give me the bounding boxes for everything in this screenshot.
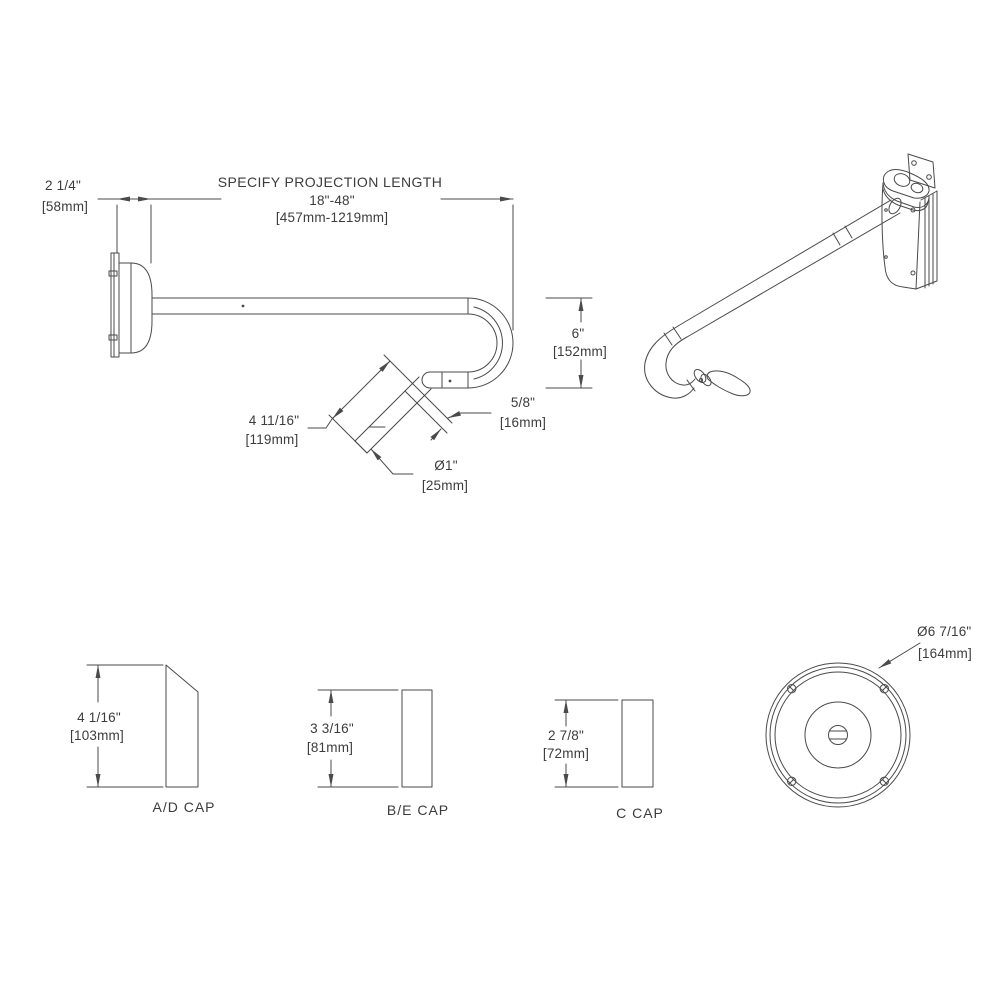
bracket-hole-large [893,173,911,187]
stub-length-arrow-sw [332,407,344,419]
cap-ad-view: 4 1/16" [103mm] A/D CAP [70,664,215,815]
plate-screw-top [108,270,118,277]
cap-be-view: 3 3/16" [81mm] B/E CAP [307,689,449,818]
backplate-outer-circle [765,662,911,808]
bracket-screw-3 [884,208,888,212]
stub-length-leader [307,418,333,429]
backplate-center-screw [828,725,848,745]
offset-mm-label: [58mm] [42,199,88,214]
perspective-view [644,153,938,399]
bracket-front-face [881,182,921,290]
mount-tab [907,153,936,189]
dome-cover [118,262,153,354]
perspective-arm-tube [677,199,901,338]
u-bend-inner [467,313,498,373]
stub-tip-extension [328,414,368,454]
side-elevation-view: 2 1/4" [58mm] SPECIFY PROJECTION LENGTH … [42,174,607,493]
tube-segment-marks [832,225,853,246]
diameter-mm-label: [25mm] [422,478,468,493]
cap-ad-mm-label: [103mm] [70,728,124,743]
cap-ad-inches-label: 4 1/16" [77,710,121,725]
plate-diameter-inches-label: Ø6 7/16" [917,624,971,639]
step-inches-label: 5/8" [511,395,535,410]
cap-ad-label: A/D CAP [152,799,215,815]
cap-be-inches-label: 3 3/16" [310,721,354,736]
cap-c-inches-label: 2 7/8" [548,728,584,743]
bracket-screw-1 [910,207,916,213]
bracket-screw-2 [910,270,916,276]
bracket-screw-4 [884,255,888,259]
collar-ring-2 [700,373,712,387]
cap-c-mm-label: [72mm] [543,746,589,761]
bracket-hole-small [910,182,924,194]
projection-range-label: 18"-48" [309,193,355,208]
step-arrow [430,428,442,441]
u-bend-mid [473,306,503,380]
center-screw-slot [828,730,848,740]
stub-length-mm-label: [119mm] [246,432,299,447]
loop-inner [665,336,696,386]
drop-inches-label: 6" [572,326,585,341]
tab-screw-hole-2 [926,174,932,180]
step-mm-label: [16mm] [500,415,546,430]
loop-segment-marks [663,326,696,392]
cap-ad-profile [165,664,199,788]
wall-plate [110,252,120,358]
tab-screw-hole-1 [911,160,917,166]
stub-length-inches-label: 4 11/16" [249,413,299,428]
backplate-ring-circle [769,666,907,804]
stub-length-arrow-ne [379,360,391,372]
projection-title: SPECIFY PROJECTION LENGTH [218,174,442,190]
diameter-inches-label: Ø1" [434,458,457,473]
return-tube [421,371,469,389]
drop-ext-lines [545,297,593,389]
stub-band-lines [383,354,453,434]
projection-range-mm-label: [457mm-1219mm] [276,210,388,225]
plate-diameter-leader [878,642,921,669]
bracket-top-face [882,169,930,199]
arm-tube [151,297,469,315]
cap-c-ext-lines [554,699,619,788]
diameter-leader [370,448,414,475]
tube-entry-flange [888,197,902,215]
cap-c-profile [621,699,654,788]
backplate-inner-ring-circle [774,671,902,799]
return-hole-dot [448,379,452,383]
backplate-screws [787,684,889,786]
plate-diameter-mm-label: [164mm] [918,646,972,661]
cap-be-profile [401,689,433,788]
loop-outer [644,325,695,399]
cap-c-label: C CAP [616,805,664,821]
arm-hole-dot [241,304,245,308]
step-leader [447,411,492,419]
plate-screw-bottom [108,334,118,341]
drop-mm-label: [152mm] [553,344,607,359]
paddle-blade [706,370,751,397]
offset-inches-label: 2 1/4" [45,178,81,193]
cap-be-ext-lines [317,689,399,788]
bracket-lip [882,182,930,212]
u-bend-outer [467,297,514,389]
cap-be-label: B/E CAP [387,802,449,818]
offset-ext-lines [116,204,152,264]
collar-screw-dot [699,378,703,382]
backplate-view: Ø6 7/16" [164mm] [765,624,972,808]
cap-c-view: 2 7/8" [72mm] C CAP [543,699,664,821]
backplate-hub-circle [804,701,872,769]
cap-be-mm-label: [81mm] [307,740,353,755]
collar-ring-1 [693,368,707,384]
bracket-side-fins [915,190,938,290]
stub-tube [354,376,432,454]
